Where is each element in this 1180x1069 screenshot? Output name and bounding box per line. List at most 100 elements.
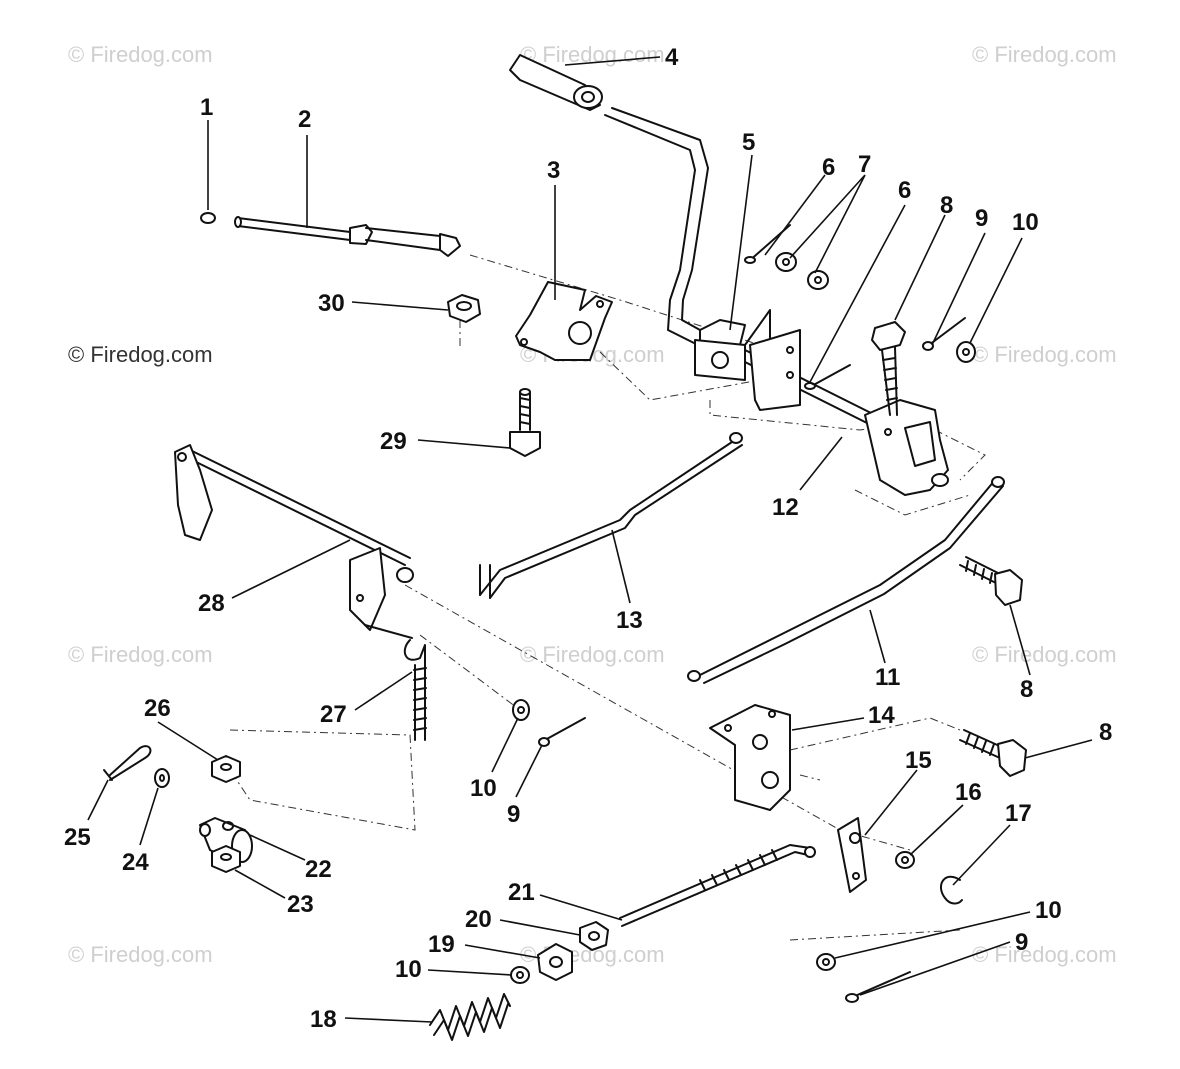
leader-line: [234, 869, 286, 899]
leader-line: [427, 969, 513, 976]
watermark: © Firedog.com: [68, 42, 213, 67]
callout-11: 11: [875, 664, 900, 691]
callout-5: 5: [742, 129, 755, 156]
leader-line: [799, 436, 843, 491]
part-27-hook-rod: [364, 624, 427, 741]
part-29-bolt: [509, 388, 541, 457]
leader-line: [729, 154, 753, 331]
callout-4: 4: [665, 44, 679, 71]
part-24-washer: [154, 768, 170, 788]
leader-line: [491, 717, 519, 773]
callout-8: 8: [1099, 719, 1112, 746]
callout-6: 6: [822, 154, 835, 181]
part-25-hairpin: [103, 745, 152, 781]
leader-line: [344, 1017, 433, 1023]
leader-line: [351, 301, 449, 311]
callout-12: 12: [772, 494, 799, 521]
alignment-line: [599, 351, 761, 401]
leader-line: [834, 911, 1031, 959]
leader-line: [249, 834, 306, 861]
leader-line: [515, 744, 543, 798]
callout-25: 25: [64, 824, 91, 851]
callout-labels: 1 2 3 4 5 6 7 6 8 9 10 30 29 12 13 28 11…: [64, 44, 1112, 1033]
leader-lines: [87, 56, 1093, 1023]
leader-line: [611, 529, 631, 604]
leader-line: [789, 174, 866, 274]
callout-3: 3: [547, 157, 560, 184]
alignment-line: [789, 929, 961, 941]
watermark: © Firedog.com: [972, 942, 1117, 967]
callout-16: 16: [955, 779, 982, 806]
callout-14: 14: [868, 702, 895, 729]
leader-line: [417, 439, 511, 449]
callout-7: 7: [858, 151, 871, 178]
part-9-cotter-upper: [922, 317, 966, 351]
part-14-bracket: [709, 704, 791, 811]
watermark: © Firedog.com: [68, 342, 213, 367]
watermark: © Firedog.com: [520, 642, 665, 667]
callout-8: 8: [1020, 676, 1033, 703]
leader-line: [894, 214, 946, 321]
leader-line: [1024, 739, 1093, 759]
alignment-line: [419, 634, 521, 711]
leader-line: [354, 671, 413, 711]
alignment-line: [934, 429, 986, 481]
part-30-hex-nut: [447, 294, 481, 323]
leader-line: [952, 824, 1011, 886]
callout-26: 26: [144, 695, 171, 722]
watermark: © Firedog.com: [972, 642, 1117, 667]
alignment-line: [789, 717, 961, 751]
part-6-cotter-pin-lower: [804, 364, 851, 390]
leader-line: [1009, 604, 1031, 676]
callout-24: 24: [122, 849, 149, 876]
part-28-cross-shaft: [174, 444, 414, 631]
part-2-rod: [234, 216, 461, 257]
part-7-washers: [775, 252, 829, 290]
leader-line: [791, 717, 865, 731]
part-8-bolt-upper: [871, 321, 906, 416]
callout-10: 10: [470, 775, 497, 802]
callout-23: 23: [287, 891, 314, 918]
leader-line: [764, 174, 826, 256]
part-10-washer-upper: [956, 341, 976, 363]
leader-line: [864, 769, 918, 836]
leader-line: [87, 779, 109, 821]
callout-28: 28: [198, 590, 225, 617]
part-17-e-clip: [940, 875, 963, 905]
watermark: © Firedog.com: [972, 342, 1117, 367]
part-8-bolt-middle: [959, 556, 1023, 606]
part-1-pin: [200, 212, 216, 224]
part-19-nut: [537, 943, 573, 981]
callout-10: 10: [1012, 209, 1039, 236]
callout-18: 18: [310, 1006, 337, 1033]
part-4-handle-grip: [509, 54, 603, 111]
alignment-line: [799, 774, 821, 781]
watermark: © Firedog.com: [972, 42, 1117, 67]
callout-10: 10: [1035, 897, 1062, 924]
callout-9: 9: [507, 801, 520, 828]
callout-1: 1: [200, 94, 213, 121]
leader-line: [564, 56, 661, 66]
callout-13: 13: [616, 607, 643, 634]
callout-15: 15: [905, 747, 932, 774]
part-18-spring: [429, 993, 511, 1041]
leader-line: [464, 944, 541, 959]
callout-19: 19: [428, 931, 455, 958]
part-9-cotter-right: [845, 971, 911, 1003]
callout-9: 9: [1015, 929, 1028, 956]
part-16-washer: [895, 851, 915, 869]
part-13-link-rod: [479, 432, 743, 599]
leader-line: [931, 232, 986, 346]
callout-8: 8: [940, 192, 953, 219]
callout-30: 30: [318, 290, 345, 317]
part-shaft-assembly: [744, 329, 886, 433]
alignment-line: [854, 489, 971, 516]
leader-line: [909, 804, 964, 856]
callout-27: 27: [320, 701, 347, 728]
leader-line: [139, 787, 159, 846]
callout-10: 10: [395, 956, 422, 983]
part-10-washer-right: [816, 953, 836, 971]
callout-21: 21: [508, 879, 535, 906]
leader-line: [969, 237, 1023, 344]
